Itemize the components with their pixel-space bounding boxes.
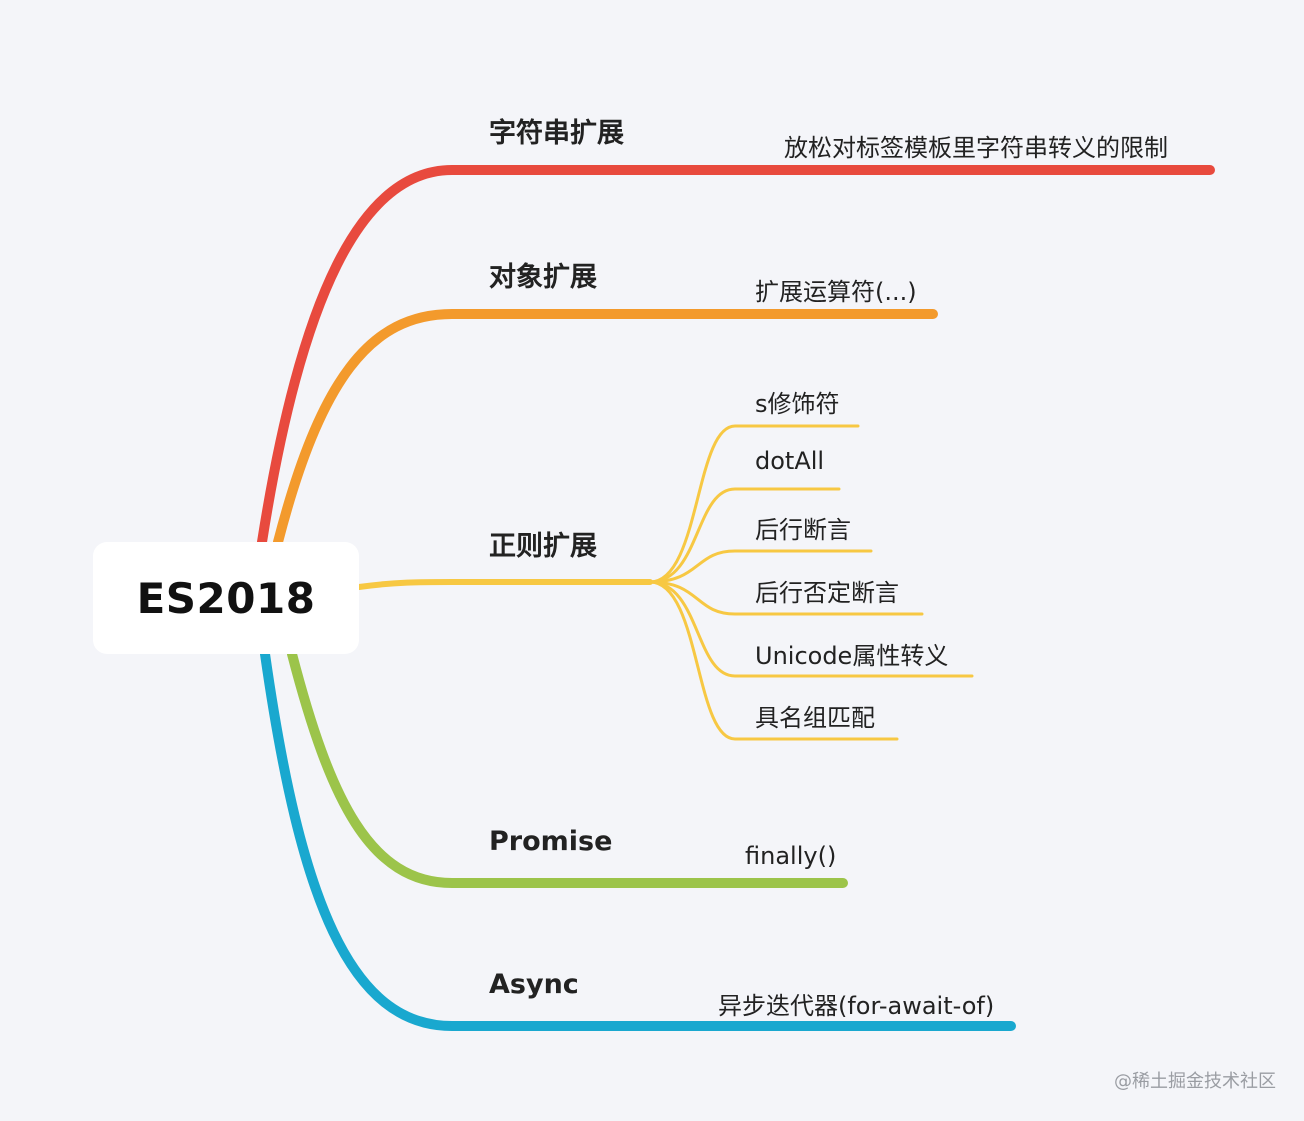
- leaf-label-regex-1: dotAll: [755, 447, 825, 475]
- branch-edge-object: [273, 309, 938, 547]
- leaf-label-regex-2: 后行断言: [755, 516, 851, 544]
- leaf-label-regex-5: 具名组匹配: [755, 704, 875, 732]
- branch-edge-string: [257, 165, 1215, 547]
- root-label: ES2018: [136, 573, 316, 623]
- leaf-label-regex-0: s修饰符: [755, 390, 840, 418]
- leaf-label-string-0: 放松对标签模板里字符串转义的限制: [784, 134, 1168, 162]
- branch-label-regex: 正则扩展: [489, 531, 597, 562]
- leaf-line-regex-4: [648, 580, 974, 678]
- leaf-label-regex-4: Unicode属性转义: [755, 642, 949, 670]
- branch-label-string: 字符串扩展: [489, 118, 624, 149]
- branch-label-object: 对象扩展: [489, 262, 597, 293]
- branch-label-async: Async: [489, 969, 579, 1000]
- leaf-line-regex-3: [648, 580, 924, 616]
- watermark: @稀土掘金技术社区: [1114, 1071, 1276, 1092]
- leaf-label-object-0: 扩展运算符(...): [755, 278, 917, 306]
- leaf-label-async-0: 异步迭代器(for-await-of): [718, 992, 995, 1020]
- leaf-label-promise-0: finally(): [745, 842, 837, 870]
- leaf-line-regex-5: [648, 580, 899, 741]
- leaf-line-regex-2: [648, 549, 873, 584]
- leaf-label-regex-3: 后行否定断言: [755, 579, 899, 607]
- leaf-line-regex-0: [648, 424, 860, 584]
- branch-label-promise: Promise: [489, 826, 613, 857]
- root-node: ES2018: [93, 542, 359, 654]
- branch-edge-async: [260, 649, 1016, 1031]
- branch-edge-promise: [287, 649, 848, 888]
- leaf-line-regex-1: [648, 487, 841, 584]
- branch-edge-regex: [356, 579, 653, 590]
